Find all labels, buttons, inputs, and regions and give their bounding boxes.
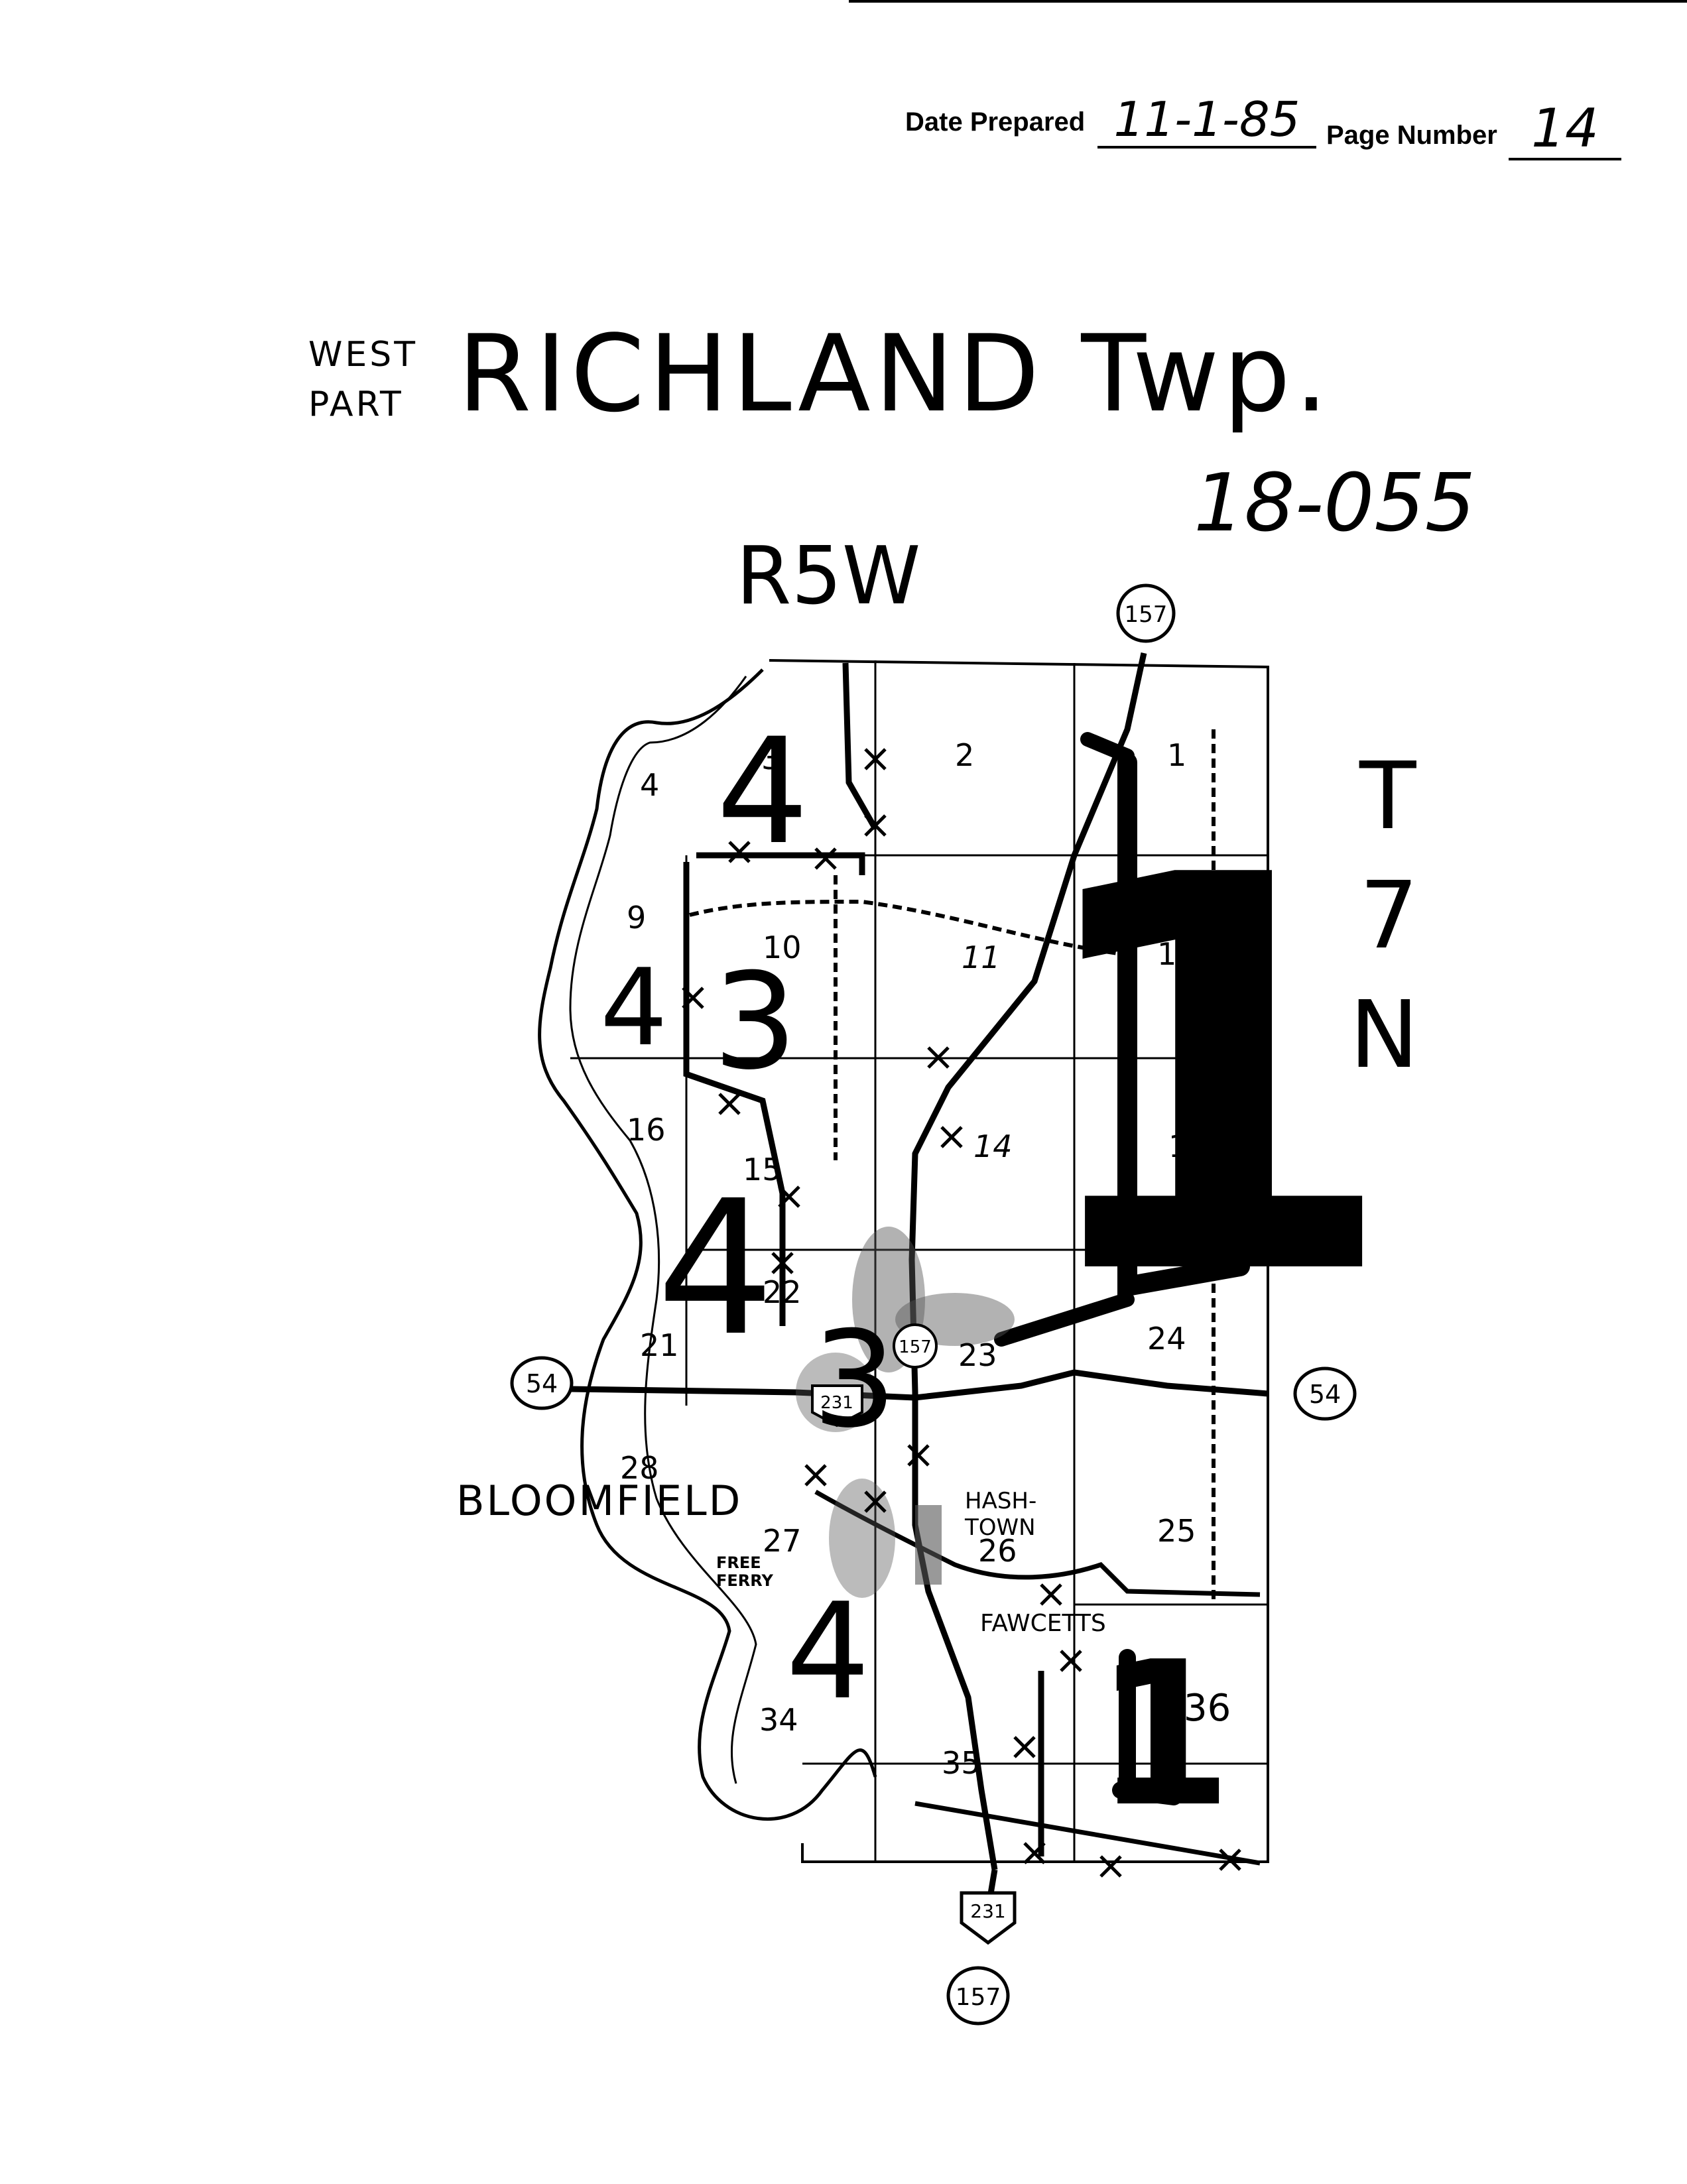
river-west-fork	[538, 668, 877, 1821]
place-free-ferry-1: FREE	[716, 1553, 761, 1572]
place-free-ferry-2: FERRY	[716, 1571, 773, 1590]
svg-text:157: 157	[956, 1984, 1001, 2011]
svg-text:157: 157	[1125, 601, 1168, 628]
section-11: 11	[962, 940, 1001, 975]
part-label-west: WEST	[308, 335, 418, 375]
section-21: 21	[640, 1327, 679, 1363]
tier-letter-t: T	[1359, 743, 1416, 851]
section-23: 23	[958, 1337, 997, 1373]
route-54	[570, 1369, 1269, 1401]
section-36: 36	[1184, 1687, 1231, 1730]
road-county-1	[814, 1489, 1261, 1597]
section-34: 34	[759, 1702, 798, 1738]
section-28: 28	[620, 1450, 659, 1486]
zone-numbers: 4 4 3 4 3 1 1 4	[600, 707, 1400, 1850]
place-hashtown-1: HASH-	[965, 1488, 1036, 1514]
section-4: 4	[640, 767, 659, 803]
section-27: 27	[763, 1523, 802, 1559]
svg-text:157: 157	[899, 1337, 932, 1357]
zone-3-center: 3	[713, 945, 797, 1099]
svg-text:231: 231	[970, 1900, 1005, 1922]
zone-4-southwest: 4	[786, 1575, 870, 1729]
section-15: 15	[743, 1152, 782, 1187]
section-9: 9	[627, 900, 646, 936]
section-22: 22	[763, 1274, 802, 1310]
top-rule	[849, 0, 1687, 3]
zone-4-north: 4	[716, 707, 809, 877]
section-14: 14	[973, 1128, 1013, 1164]
section-10: 10	[763, 930, 802, 965]
township-code: 18-055	[1194, 457, 1476, 550]
zone-4-west: 4	[600, 945, 668, 1069]
svg-text:54: 54	[526, 1369, 558, 1398]
section-3: 3	[761, 741, 781, 776]
zone-3-bloomfield: 3	[812, 1303, 897, 1457]
section-1: 1	[1167, 737, 1186, 773]
route-shield-231-bloomfield: 231	[811, 1384, 863, 1427]
section-12: 12	[1157, 936, 1196, 972]
part-label-part: PART	[308, 385, 404, 424]
township-title: RICHLAND Twp.	[458, 312, 1332, 436]
place-bloomfield: BLOOMFIELD	[456, 1477, 742, 1525]
route-157	[908, 652, 1147, 1870]
section-13: 13	[1168, 1128, 1208, 1164]
section-25: 25	[1157, 1513, 1196, 1549]
date-prepared-label: Date Prepared	[905, 107, 1086, 137]
route-shield-231-south: 231	[960, 1891, 1017, 1945]
place-names: BLOOMFIELD HASH- TOWN FREE FERRY FAWCETT…	[456, 1477, 1106, 1637]
zone-1-southeast: 1	[1094, 1619, 1233, 1850]
section-26: 26	[978, 1533, 1017, 1569]
route-shield-54-east: 54	[1293, 1366, 1357, 1421]
roads	[570, 652, 1269, 1910]
svg-text:231: 231	[820, 1393, 853, 1413]
section-24: 24	[1147, 1321, 1186, 1357]
crossing-marks	[682, 748, 1241, 1878]
svg-text:54: 54	[1309, 1380, 1341, 1409]
place-hashtown-2: TOWN	[964, 1514, 1036, 1541]
date-prepared-value: 11-1-85	[1097, 93, 1316, 149]
section-35: 35	[942, 1745, 981, 1781]
river-east-bank	[569, 676, 757, 1784]
tier-number-7: 7	[1359, 862, 1419, 970]
zone-4-south: 4	[656, 1161, 775, 1377]
route-shield-157-center: 157	[893, 1323, 938, 1368]
route-shield-157-north: 157	[1116, 583, 1176, 643]
place-fawcetts: FAWCETTS	[980, 1610, 1106, 1637]
section-numbers: 1 2 3 4 9 10 11 12 13 14 15 16 21 22 23 …	[620, 737, 1231, 1781]
page-number-label: Page Number	[1326, 121, 1497, 150]
section-16: 16	[627, 1112, 666, 1148]
zone-1-northeast: 1	[1021, 762, 1400, 1395]
section-2: 2	[955, 737, 974, 773]
page-number-value: 14	[1509, 99, 1621, 160]
range-label: R5W	[736, 530, 921, 623]
annotation-lines	[683, 662, 1261, 1866]
tier-letter-n: N	[1349, 981, 1419, 1089]
route-shield-157-south: 157	[946, 1966, 1010, 2026]
route-shield-54-west: 54	[510, 1356, 574, 1410]
